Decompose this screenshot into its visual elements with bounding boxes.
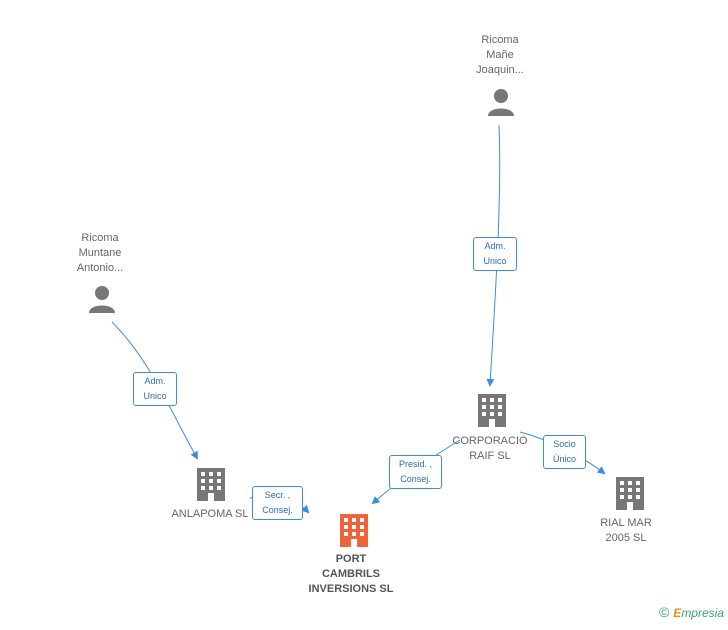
node-label-line: RIAL MAR: [600, 517, 652, 529]
building-icon-focus[interactable]: [340, 514, 368, 547]
node-company-corporacio[interactable]: CORPORACIO RAIF SL: [440, 434, 540, 464]
person-icon[interactable]: [488, 89, 514, 116]
brand-rest: mpresia: [681, 606, 724, 620]
relation-line: Secr. ,: [264, 490, 291, 500]
relation-line: Unico: [483, 256, 507, 266]
building-icon[interactable]: [478, 394, 506, 427]
relation-line: Único: [552, 454, 576, 464]
relation-line: Socio: [553, 439, 576, 449]
node-company-port[interactable]: PORT CAMBRILS INVERSIONS SL: [291, 552, 411, 597]
relation-badge-joaquin-corporacio[interactable]: Adm. Unico: [473, 237, 517, 271]
relation-line: Consej.: [400, 474, 431, 484]
node-label-line: Muntane: [78, 247, 122, 259]
node-person-joaquin[interactable]: Ricoma Mañe Joaquin...: [450, 33, 550, 78]
node-label-line: Ricoma: [81, 232, 119, 244]
node-label-line: Antonio...: [76, 262, 124, 274]
relation-badge-anlapoma-port[interactable]: Secr. , Consej.: [252, 486, 303, 520]
node-label-line: Ricoma: [481, 34, 519, 46]
node-company-rialmar[interactable]: RIAL MAR 2005 SL: [576, 516, 676, 546]
person-icon[interactable]: [89, 286, 115, 313]
relation-line: Consej.: [262, 505, 293, 515]
node-label-line: Joaquin...: [476, 64, 524, 76]
node-label-line: CAMBRILS: [321, 568, 381, 580]
node-label-line: INVERSIONS SL: [308, 583, 394, 595]
relation-badge-corporacio-port[interactable]: Presid. , Consej.: [389, 455, 442, 489]
node-label-line: 2005 SL: [605, 532, 647, 544]
relation-line: Adm.: [144, 376, 166, 386]
building-icon[interactable]: [197, 468, 225, 501]
node-label-line: Mañe: [486, 49, 514, 61]
node-label-line: CORPORACIO: [452, 435, 528, 447]
node-label-line: RAIF SL: [469, 450, 511, 462]
copyright-icon: ©: [658, 604, 670, 620]
relation-line: Presid. ,: [398, 459, 432, 469]
node-label-line: PORT: [335, 553, 367, 565]
relation-line: Adm.: [484, 241, 506, 251]
building-icon[interactable]: [616, 477, 644, 510]
node-person-antonio[interactable]: Ricoma Muntane Antonio...: [50, 231, 150, 276]
node-label-line: ANLAPOMA SL: [171, 508, 249, 520]
brand-initial: E: [673, 606, 682, 620]
relation-badge-corporacio-rialmar[interactable]: Socio Único: [543, 435, 586, 469]
relation-badge-antonio-anlapoma[interactable]: Adm. Unico: [133, 372, 177, 406]
node-company-anlapoma[interactable]: ANLAPOMA SL: [160, 507, 260, 522]
brand-footer: ©Empresia: [659, 604, 724, 620]
relation-line: Unico: [143, 391, 167, 401]
